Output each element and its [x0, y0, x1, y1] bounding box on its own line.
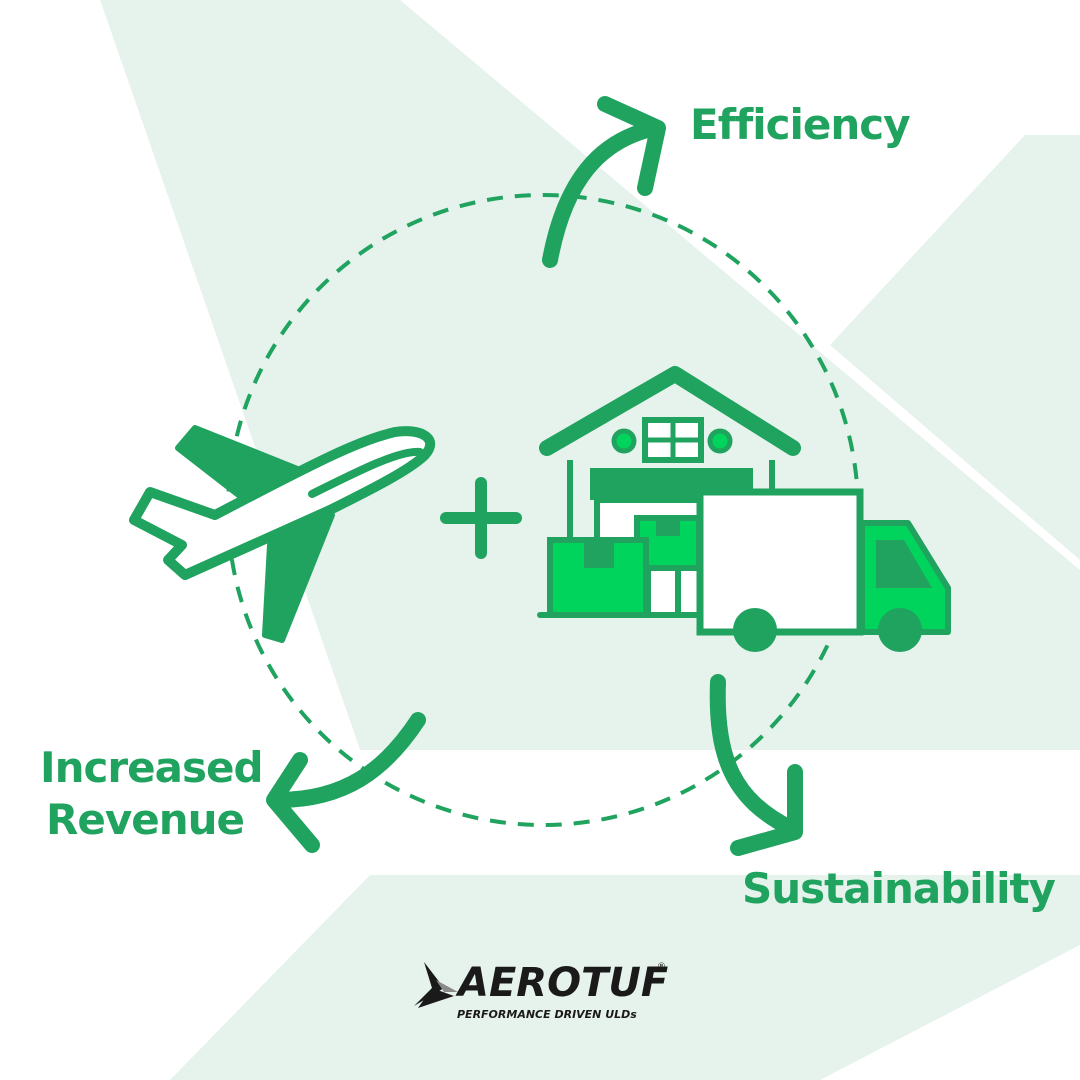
plus-icon	[440, 477, 522, 559]
delivery-truck-icon	[696, 488, 951, 652]
logo-tagline: PERFORMANCE DRIVEN ULDs	[457, 1008, 637, 1021]
increased-label-line: Increased	[40, 743, 264, 792]
logo-registered-mark: ®	[657, 962, 666, 972]
cycle-arrow-icon	[266, 96, 803, 856]
sustainability-label: Sustainability	[742, 864, 1056, 913]
logo-wordmark: AEROTUF	[458, 960, 669, 1006]
aerotuf-logo-mark	[414, 962, 458, 1008]
increased-revenue-label: Increased Revenue	[40, 742, 264, 846]
revenue-label-line: Revenue	[46, 795, 245, 844]
warehouse-icon	[537, 366, 801, 618]
airplane-icon	[129, 425, 436, 643]
efficiency-label: Efficiency	[690, 100, 911, 149]
aerotuf-logo: AEROTUF ® PERFORMANCE DRIVEN ULDs	[412, 960, 672, 1030]
